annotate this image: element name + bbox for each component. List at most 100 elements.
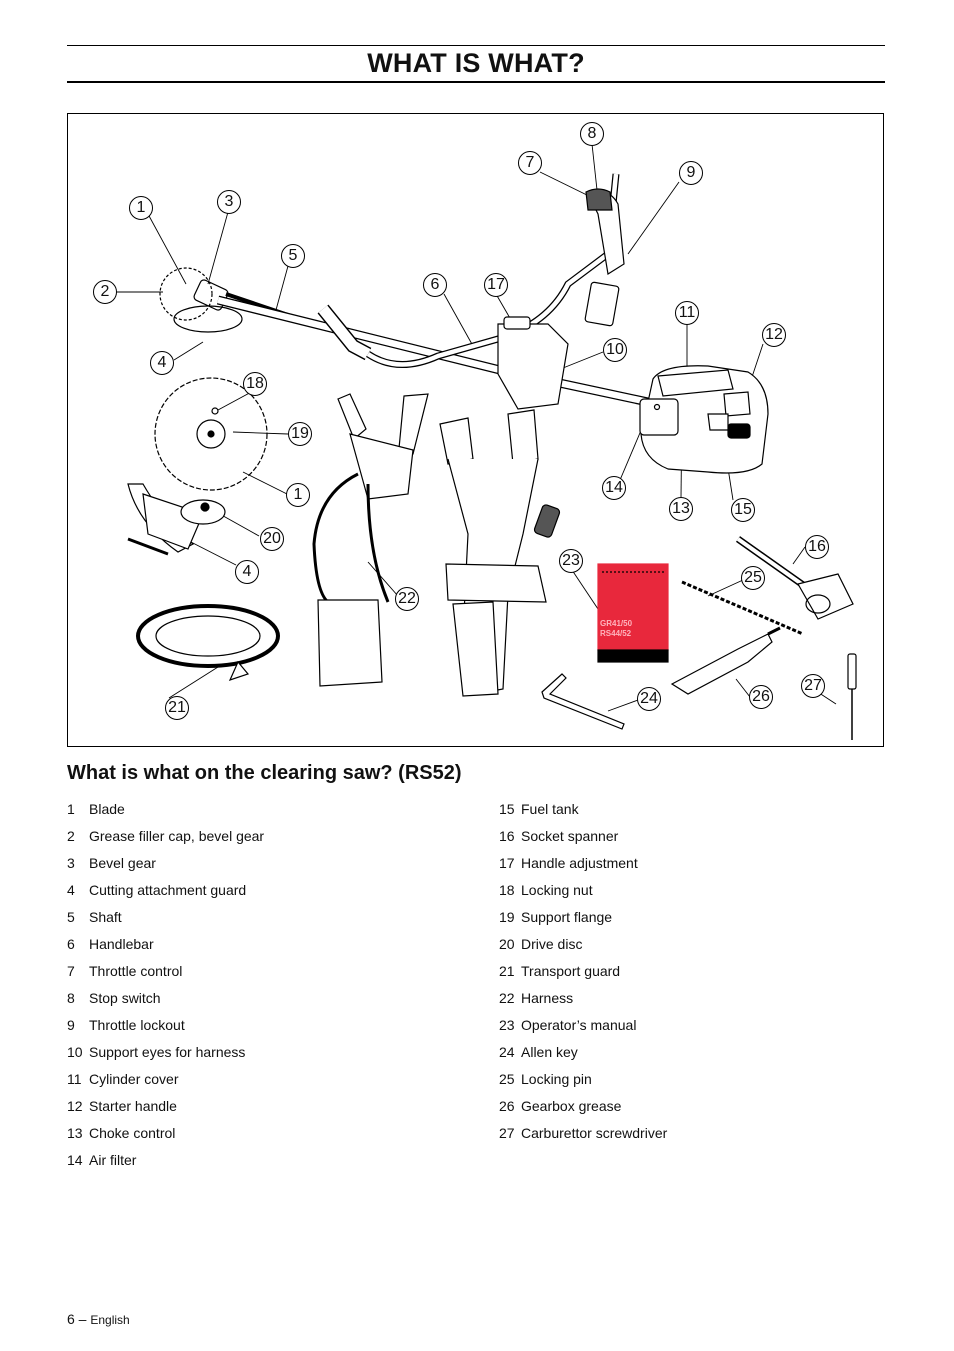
callout-12: 12 [762,323,786,347]
socket-spanner-drawing [735,536,854,620]
callout-11: 11 [675,301,699,325]
spare-blade-drawing [154,377,268,491]
list-item: 7 Throttle control [67,962,264,989]
item-label: Carburettor screwdriver [521,1125,668,1141]
list-item: 14 Air filter [67,1151,264,1178]
callout-9: 9 [679,161,703,185]
item-number: 3 [67,855,75,871]
item-label: Grease filler cap, bevel gear [89,828,265,844]
item-label: Air filter [89,1152,137,1168]
item-label: Support eyes for harness [89,1044,246,1060]
item-label: Throttle control [89,963,183,979]
list-item: 2 Grease filler cap, bevel gear [67,827,264,854]
item-label: Cylinder cover [89,1071,179,1087]
parts-list-left: 1 Blade 2 Grease filler cap, bevel gear 3 B… [67,800,264,1178]
list-item: 5 Shaft [67,908,264,935]
page-number: 6 – [67,1311,87,1327]
callout-1: 1 [129,196,153,220]
page-title: WHAT IS WHAT? [367,48,585,78]
item-number: 10 [67,1044,83,1060]
parts-illustration [117,143,857,740]
item-label: Allen key [521,1044,578,1060]
gearbox-grease-drawing [670,626,781,695]
manual-cover-line-1: GR41/50 [600,619,633,628]
section-heading: What is what on the clearing saw? (RS52) [67,762,462,784]
item-label: Harness [521,990,574,1006]
callout-27: 27 [801,674,825,698]
item-number: 25 [499,1071,515,1087]
callout-19: 19 [288,422,312,446]
item-number: 1 [67,801,75,817]
item-label: Handle adjustment [521,855,638,871]
item-number: 26 [499,1098,515,1114]
item-label: Locking pin [521,1071,592,1087]
callout-17: 17 [484,273,508,297]
item-number: 15 [499,801,515,817]
item-label: Throttle lockout [89,1017,185,1033]
list-item: 9 Throttle lockout [67,1016,264,1043]
item-label: Socket spanner [521,828,619,844]
guard-drawing [127,483,226,556]
item-number: 13 [67,1125,83,1141]
item-number: 20 [499,936,515,952]
operators-manual-drawing [597,563,669,663]
callout-1b: 1 [286,483,310,507]
item-number: 6 [67,936,75,952]
list-item: 6 Handlebar [67,935,264,962]
item-number: 9 [67,1017,75,1033]
item-label: Shaft [89,909,122,925]
callout-14: 14 [602,476,626,500]
item-number: 5 [67,909,75,925]
manual-cover-title: GR41/50 RS44/52 [600,619,632,639]
callout-4: 4 [150,351,174,375]
list-item: 8 Stop switch [67,989,264,1016]
header-rule-top [67,45,885,46]
item-number: 2 [67,828,75,844]
item-number: 24 [499,1044,515,1060]
transport-guard-drawing [136,604,280,681]
item-number: 23 [499,1017,515,1033]
item-number: 12 [67,1098,83,1114]
screwdriver-drawing [847,653,857,740]
item-number: 16 [499,828,515,844]
list-item: 16 Socket spanner [499,827,667,854]
callout-8: 8 [580,122,604,146]
engine-drawing [639,365,769,474]
item-number: 4 [67,882,75,898]
item-number: 27 [499,1125,515,1141]
item-number: 14 [67,1152,83,1168]
parts-diagram: 1 2 3 4 5 6 7 8 9 10 11 12 13 14 15 16 1… [67,113,884,747]
page-footer: 6 – English [67,1311,130,1327]
item-label: Handlebar [89,936,154,952]
item-number: 7 [67,963,75,979]
item-number: 21 [499,963,515,979]
callout-6: 6 [423,273,447,297]
footer-language: English [90,1313,130,1327]
callout-24: 24 [637,687,661,711]
item-label: Cutting attachment guard [89,882,247,898]
list-item: 10 Support eyes for harness [67,1043,264,1070]
item-label: Stop switch [89,990,161,1006]
callout-23: 23 [559,549,583,573]
callout-7: 7 [518,151,542,175]
item-label: Blade [89,801,125,817]
list-item: 4 Cutting attachment guard [67,881,264,908]
item-number: 19 [499,909,515,925]
callout-18: 18 [243,372,267,396]
harness-drawing [312,393,561,697]
callout-21: 21 [165,696,189,720]
item-number: 8 [67,990,75,1006]
allen-key-drawing [541,673,625,730]
callout-22: 22 [395,587,419,611]
item-label: Gearbox grease [521,1098,622,1114]
list-item: 1 Blade [67,800,264,827]
